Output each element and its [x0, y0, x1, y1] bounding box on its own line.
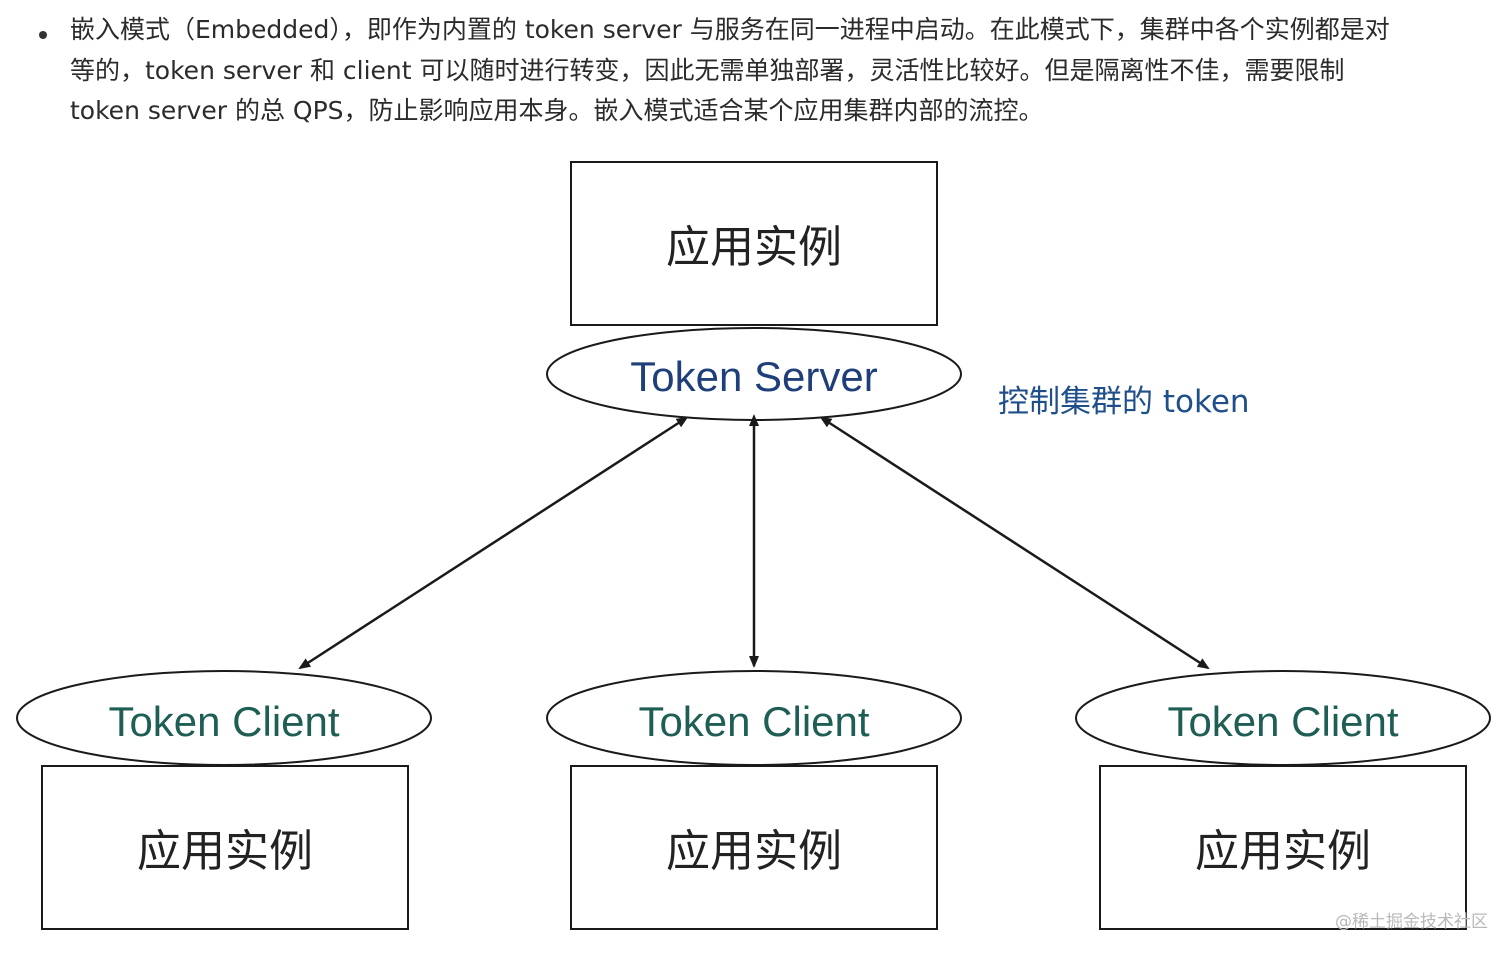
paragraph-text: 嵌入模式（Embedded），即作为内置的 token server 与服务在同…: [70, 10, 1490, 132]
token-server-label: Token Server: [630, 353, 877, 400]
arrow-right: [819, 416, 1210, 670]
paragraph-line-1: 嵌入模式（Embedded），即作为内置的 token server 与服务在同…: [70, 15, 1390, 44]
instance-box-3: [1099, 765, 1467, 930]
instance-box-1: [41, 765, 409, 930]
bullet-marker: [39, 31, 47, 39]
paragraph-line-2: 等的，token server 和 client 可以随时进行转变，因此无需单独…: [70, 55, 1345, 85]
token-client-label-2: Token Client: [638, 698, 869, 745]
token-client-label-1: Token Client: [108, 698, 339, 745]
arrow-left: [298, 416, 689, 670]
paragraph-line-3: token server 的总 QPS，防止影响应用本身。嵌入模式适合某个应用集…: [70, 96, 1044, 125]
token-client-label-3: Token Client: [1167, 698, 1398, 745]
server-note: 控制集群的 token: [998, 384, 1250, 420]
instance-label-1: 应用实例: [137, 826, 313, 877]
instance-box-2: [570, 765, 938, 930]
top-instance-label: 应用实例: [666, 222, 842, 273]
top-instance-box: [570, 161, 938, 326]
instance-label-2: 应用实例: [666, 826, 842, 877]
watermark: @稀土掘金技术社区: [1335, 912, 1488, 932]
instance-label-3: 应用实例: [1195, 826, 1371, 877]
